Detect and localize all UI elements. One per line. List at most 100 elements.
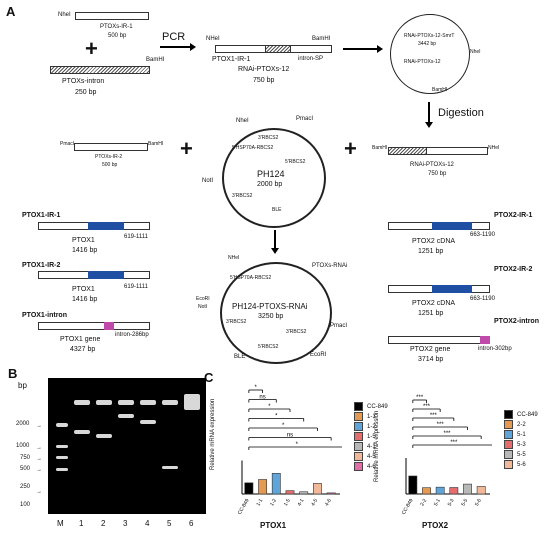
sig-label-2: *** bbox=[430, 413, 438, 419]
final-label-3: NotI bbox=[198, 304, 208, 310]
gel-lane-2: 2 bbox=[101, 519, 106, 528]
tick-5-5: 5-5 bbox=[460, 498, 469, 507]
smrt-plasmid bbox=[390, 14, 470, 94]
gel-marker-100: 100 bbox=[20, 502, 31, 508]
gel-arrows: → →→→ → bbox=[36, 423, 42, 495]
ir1-size: 500 bp bbox=[108, 33, 127, 39]
ptox1-intron-region bbox=[104, 322, 114, 330]
smrt-site2: BamHI bbox=[432, 87, 448, 93]
ptox1-ir1-gene: PTOX1 bbox=[72, 237, 95, 244]
rnai12-right-site: BamHI bbox=[312, 36, 331, 42]
ptox1-ir1-region bbox=[88, 222, 124, 230]
sig-label-5: ns bbox=[287, 433, 293, 439]
sig-label-2: * bbox=[268, 404, 271, 410]
final-label-6: 5'RBCS2 bbox=[258, 344, 279, 350]
ph124-name: PH124 bbox=[257, 169, 285, 179]
ptox2-intron-region bbox=[480, 336, 490, 344]
tick-1-5: 1-5 bbox=[283, 498, 292, 507]
ptox2-ir1-size: 1251 bp bbox=[418, 248, 444, 255]
ptox1-ir2-title: PTOX1-IR-2 bbox=[22, 262, 61, 269]
ptox1-ir2-size: 1416 bp bbox=[72, 296, 98, 303]
gel-lane-3: 3 bbox=[123, 519, 128, 528]
legend1-item-5: 4-5 bbox=[354, 452, 388, 462]
rnai12b-right-site: NHeI bbox=[488, 145, 500, 151]
rnai12-left-site: NHeI bbox=[206, 36, 220, 42]
sig-label-3: * bbox=[275, 414, 278, 420]
gel-marker-2000: 2000 bbox=[16, 421, 30, 427]
ptox2-ir2-title: PTOX2-IR-2 bbox=[494, 266, 533, 273]
ph124-label-1: NheI bbox=[236, 118, 249, 124]
legend1-item-4: 4-1 bbox=[354, 442, 388, 452]
sig-label-4: *** bbox=[443, 431, 451, 437]
intron-size: 250 bp bbox=[75, 89, 97, 96]
legend2-item-1: 2-2 bbox=[504, 420, 538, 430]
bar-5-1 bbox=[435, 486, 445, 495]
intron-site: BamHI bbox=[146, 57, 165, 63]
rnai12b-part-left bbox=[388, 147, 428, 155]
ir1-fragment bbox=[75, 12, 149, 20]
gel-image bbox=[48, 378, 206, 514]
ptox2-ir2-size: 1251 bp bbox=[418, 310, 444, 317]
ir2-size: 500 bp bbox=[102, 162, 118, 168]
gel-band-5b bbox=[162, 466, 178, 469]
smrt-name: RNAi-PTOXs-12-SmrT bbox=[404, 33, 455, 39]
legend1-item-6: 4-6 bbox=[354, 462, 388, 472]
chart1-xlabel: PTOX1 bbox=[260, 521, 287, 530]
sig-label-4: * bbox=[282, 423, 285, 429]
pcr-label: PCR bbox=[162, 31, 186, 43]
panel-label-a: A bbox=[6, 4, 16, 19]
gel-lane-1: 1 bbox=[79, 519, 84, 528]
tick-4-5: 4-5 bbox=[310, 498, 319, 507]
pcr-arrow bbox=[160, 43, 196, 51]
ptox1-ir1-title: PTOX1-IR-1 bbox=[22, 212, 61, 219]
ir2-right-site: BamHI bbox=[148, 141, 164, 147]
clone-arrow bbox=[343, 45, 383, 53]
rnai12-part2-label: intron-SP bbox=[298, 56, 324, 62]
bar-5-3 bbox=[449, 487, 459, 495]
gel-marker-750: 750 bbox=[20, 455, 31, 461]
smrt-insert: RNAi-PTOXs-12 bbox=[404, 59, 441, 65]
ptox2-intron-gene: PTOX2 gene bbox=[410, 346, 451, 353]
ir1-site: NheI bbox=[58, 12, 71, 18]
rnai12-part-left bbox=[215, 45, 267, 53]
bar-1-2 bbox=[271, 473, 281, 495]
gel-lane-4: 4 bbox=[145, 519, 150, 528]
gel-band-1a bbox=[74, 400, 90, 405]
ptox2-ir1-region bbox=[432, 222, 472, 230]
bar-CC-849 bbox=[244, 482, 254, 495]
ptox2-ir2-range: 663-1190 bbox=[470, 296, 495, 302]
gel-band-4b bbox=[140, 420, 156, 424]
chart2-xlabel: PTOX2 bbox=[422, 521, 449, 530]
ptox2-intron-title: PTOX2-intron bbox=[494, 318, 539, 325]
ptox2-intron-size: 3714 bp bbox=[418, 356, 444, 363]
gel-band-m-750 bbox=[56, 456, 68, 459]
ptox2-ir2-gene: PTOX2 cDNA bbox=[412, 300, 456, 307]
tick-5-6: 5-6 bbox=[474, 498, 483, 507]
gel-band-m-500 bbox=[56, 468, 68, 471]
final-name: PH124-PTOXS-RNAi bbox=[232, 302, 308, 311]
digestion-label: Digestion bbox=[438, 107, 484, 119]
smrt-size: 3442 bp bbox=[418, 41, 437, 47]
rnai12-size: 750 bp bbox=[253, 77, 275, 84]
ptox1-ir2-gene: PTOX1 bbox=[72, 286, 95, 293]
tick-4-6: 4-6 bbox=[324, 498, 333, 507]
legend2-item-0: CC-849 bbox=[504, 410, 538, 420]
bar-5-6 bbox=[476, 486, 486, 495]
final-size: 3250 bp bbox=[258, 313, 284, 320]
tick-2-2: 2-2 bbox=[419, 498, 428, 507]
digestion-arrow bbox=[425, 102, 433, 128]
final-plasmid bbox=[220, 262, 332, 364]
ptox1-intron-bar bbox=[38, 322, 150, 330]
ph124-label-2: 3'RBCS2 bbox=[258, 135, 279, 141]
ptox1-ir1-range: 619-1111 bbox=[124, 234, 149, 240]
ptox2-ir1-gene: PTOX2 cDNA bbox=[412, 238, 456, 245]
ptox1-ir1-size: 1416 bp bbox=[72, 247, 98, 254]
rnai12b-name: RNAi-PTOXs-12 bbox=[410, 162, 454, 168]
sig-label-1: *** bbox=[423, 404, 431, 410]
rnai12-part-mid bbox=[265, 45, 292, 53]
ir2-fragment bbox=[74, 143, 148, 151]
gel-band-2a bbox=[96, 400, 112, 405]
rnai12-part1-label: PTOX1-IR-1 bbox=[212, 56, 251, 63]
sig-label-0: *** bbox=[416, 395, 424, 401]
